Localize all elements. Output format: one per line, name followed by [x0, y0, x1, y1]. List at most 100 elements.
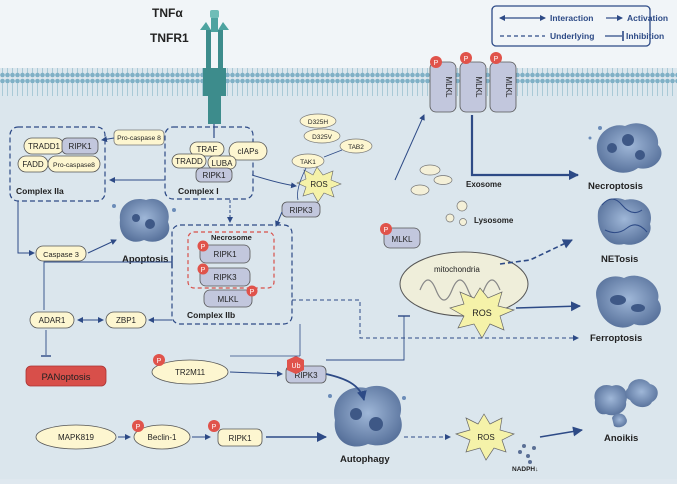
apoptosis-cell-icon	[112, 198, 176, 242]
tradd-label: TRADD	[175, 157, 203, 166]
d325h-label: D325H	[308, 119, 329, 126]
ros-bottom-burst	[454, 413, 515, 461]
pro-caspase8-outer-node	[113, 129, 165, 146]
mlkl-membrane-1: MLKL	[444, 77, 453, 98]
netosis-label: NETosis	[601, 254, 638, 265]
legend-inhibition: Inhibition	[626, 31, 664, 41]
phospho-ripk1-bottom: P	[208, 420, 220, 432]
phospho-mito: P	[380, 223, 392, 235]
necroptosis-cell-icon	[588, 123, 662, 173]
mlkl-mito-node	[383, 227, 421, 249]
tradd1-label: TRADD1	[28, 142, 61, 151]
mitochondria-cristae	[419, 279, 501, 301]
ros-bottom-label: ROS	[477, 433, 494, 442]
exosome-vesicles	[410, 164, 453, 196]
tab2-node	[339, 138, 373, 154]
netosis-cell-icon	[597, 198, 651, 245]
zbp1-label: ZBP1	[116, 316, 137, 325]
mlkl-necrosome-label: MLKL	[218, 295, 239, 304]
ciaps-node	[228, 141, 268, 161]
complex-iia-box	[9, 126, 106, 202]
tab2-label: TAB2	[348, 144, 364, 151]
complex-iib-box	[171, 224, 293, 325]
svg-text:P: P	[464, 56, 469, 63]
adar1-label: ADAR1	[39, 316, 66, 325]
anoikis-label: Anoikis	[604, 433, 638, 444]
d325h-node	[299, 113, 337, 129]
ripk1-bottom-label: RIPK1	[228, 434, 252, 443]
svg-text:P: P	[212, 424, 217, 431]
d325v-node	[303, 128, 341, 144]
complex-i-title: Complex I	[178, 186, 219, 196]
svg-text:P: P	[434, 60, 439, 67]
tnfr1-receptor	[200, 10, 229, 124]
complex-i-box	[164, 126, 254, 200]
nadph-dots	[518, 444, 536, 464]
phospho-membrane-2: P	[460, 52, 472, 64]
mapk819-node	[35, 424, 117, 450]
phospho-membrane-3: P	[490, 52, 502, 64]
ub-label: Ub	[292, 363, 301, 370]
svg-text:P: P	[494, 56, 499, 63]
legend-activation: Activation	[627, 13, 668, 23]
tradd-node	[171, 153, 207, 169]
ripk3-bottom-label: RIPK3	[294, 371, 318, 380]
ripk1-necrosome-node	[199, 244, 251, 264]
anoikis-cell-icon	[594, 379, 658, 428]
phospho-necrosome-3: P	[246, 285, 258, 297]
svg-text:P: P	[384, 227, 389, 234]
ripk3-top-label: RIPK3	[289, 206, 313, 215]
mlkl-membrane-group: MLKL MLKL MLKL	[429, 61, 517, 113]
caspase3-node	[35, 245, 87, 262]
ciaps-label: cIAPs	[238, 147, 259, 156]
beclin1-label: Beclin-1	[148, 433, 177, 442]
ripk3-necrosome-label: RIPK3	[213, 273, 237, 282]
tnfr1-label: TNFR1	[150, 31, 189, 45]
lysosome-vesicles	[445, 200, 468, 226]
apoptosis-label: Apoptosis	[122, 254, 168, 265]
svg-text:P: P	[136, 424, 141, 431]
pro-caspase8-outer-label: Pro-caspase 8	[117, 135, 161, 142]
luba-label: LUBA	[212, 159, 234, 168]
complex-iia-title: Complex IIa	[16, 186, 64, 196]
pathway-arrows	[17, 114, 583, 442]
tak1-label: TAK1	[300, 159, 316, 166]
caspase3-label: Caspase 3	[43, 250, 79, 259]
legend-interaction: Interaction	[550, 13, 593, 23]
necrosome-title: Necrosome	[211, 233, 252, 242]
mlkl-membrane-2: MLKL	[474, 77, 483, 98]
exosome-label: Exosome	[466, 180, 502, 189]
traf-label: TRAF	[197, 145, 218, 154]
ripk1-necrosome-label: RIPK1	[213, 250, 237, 259]
tnfa-label: TNFα	[152, 6, 183, 20]
svg-text:P: P	[157, 358, 162, 365]
ferroptosis-label: Ferroptosis	[590, 333, 642, 344]
tak1-node	[291, 153, 325, 169]
ferroptosis-cell-icon	[596, 275, 661, 328]
ros-top-label: ROS	[310, 180, 327, 189]
phospho-tr2m11: P	[153, 354, 165, 366]
phospho-beclin1: P	[132, 420, 144, 432]
phospho-necrosome-1: P	[197, 240, 209, 252]
phospho-necrosome-2: P	[197, 263, 209, 275]
ripk1-iia-node	[61, 137, 99, 155]
ripk3-top-node	[281, 201, 321, 218]
mlkl-mito-label: MLKL	[392, 235, 413, 244]
mapk819-label: MAPK819	[58, 433, 95, 442]
mitochondria-label: mitochondria	[434, 265, 480, 274]
ripk1-bottom-node	[217, 428, 263, 447]
lysosome-label: Lysosome	[474, 216, 514, 225]
ripk3-necrosome-node	[199, 267, 251, 287]
legend: Interaction Activation Underlying Inhibi…	[491, 5, 668, 47]
legend-underlying: Underlying	[550, 31, 594, 41]
autophagy-cell-icon	[328, 385, 406, 447]
svg-text:P: P	[201, 244, 206, 251]
pro-caspase8-inner-node	[47, 155, 101, 173]
panoptosis-label: PANoptosis	[42, 372, 91, 383]
necrosome-box	[187, 231, 275, 289]
complex-iib-title: Complex IIb	[187, 310, 235, 320]
cell-membrane	[0, 68, 677, 96]
traf-node	[189, 141, 225, 157]
necroptosis-label: Necroptosis	[588, 181, 643, 192]
